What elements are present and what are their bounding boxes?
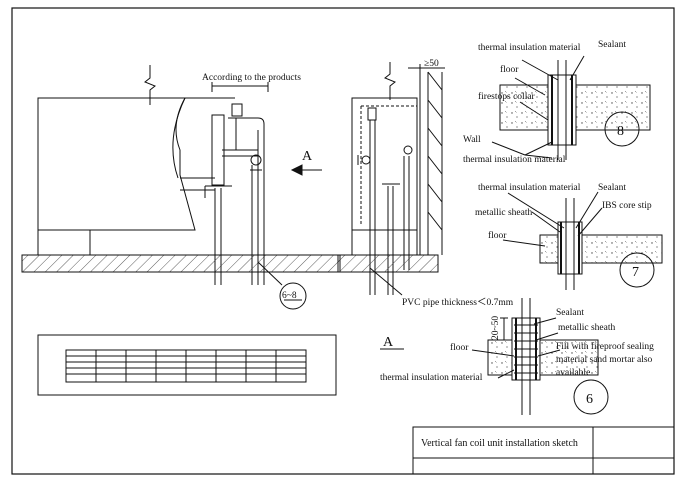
title-text: Vertical fan coil unit installation sket… xyxy=(421,438,578,449)
d6-fill-2: material sand mortar also xyxy=(556,355,653,365)
d8-wall: Wall xyxy=(463,135,481,145)
d8-floor: floor xyxy=(500,64,519,75)
d6-fill-1: Fill with fireproof sealing xyxy=(556,341,654,352)
view-a-grille xyxy=(37,334,404,396)
d6-fill-3: available xyxy=(556,368,590,378)
d6-sheath: metallic sheath xyxy=(558,323,615,333)
d6-dim: 20~50 xyxy=(491,316,501,340)
label-pvc: PVC pipe thickness＜0.7mm xyxy=(402,298,514,308)
label-according: According to the products xyxy=(202,73,301,83)
d6-number: 6 xyxy=(586,392,593,407)
d8-number: 8 xyxy=(617,124,624,139)
floor-slab-mid xyxy=(337,254,439,273)
d7-ibs: IBS core stip xyxy=(602,201,652,211)
side-elevation xyxy=(351,62,445,296)
d7-sealant: Sealant xyxy=(598,183,626,193)
label-section-a: A xyxy=(302,149,313,164)
d7-number: 7 xyxy=(632,265,639,280)
detail-6 xyxy=(471,298,609,415)
d8-collar: firestops collar xyxy=(478,91,536,102)
d7-sheath: metallic sheath xyxy=(475,208,532,218)
title-block xyxy=(412,426,675,475)
d6-floor: floor xyxy=(450,342,469,353)
detail-8 xyxy=(491,55,651,160)
d6-sealant: Sealant xyxy=(556,308,584,318)
label-dim-68: 6~8 xyxy=(282,291,297,301)
d8-thermal-top: thermal insulation material xyxy=(478,43,581,53)
d7-floor: floor xyxy=(488,230,507,241)
d8-thermal-bottom: thermal insulation material xyxy=(463,155,566,165)
label-view-a: A xyxy=(383,335,394,350)
detail-7 xyxy=(502,191,663,290)
d7-thermal: thermal insulation material xyxy=(478,183,581,193)
floor-slab-left xyxy=(21,254,341,273)
label-dim-50: ≥50 xyxy=(424,59,439,69)
d8-sealant: Sealant xyxy=(598,40,626,50)
d6-thermal: thermal insulation material xyxy=(380,373,483,383)
sheet-border xyxy=(11,7,675,475)
